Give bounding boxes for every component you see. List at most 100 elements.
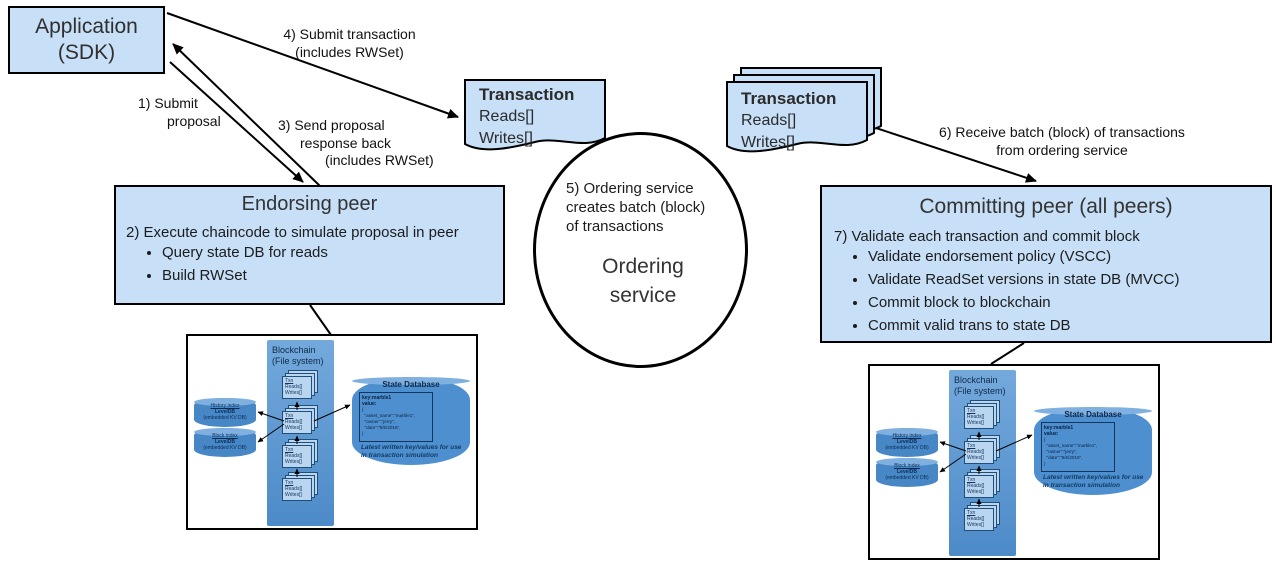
storage-diagram-endorsing: Blockchain (File system) Txn Reads[] Wri… xyxy=(186,334,478,530)
blockchain-panel-label: Blockchain (File system) xyxy=(272,345,324,366)
history-index-name: History index xyxy=(892,433,922,439)
state-record-box: key:marble1 value: { "asset_name":"marbl… xyxy=(1041,422,1115,472)
txn-reads: Reads[] xyxy=(967,449,985,455)
txn-title: Txn xyxy=(285,413,294,419)
committing-bullet-list: Validate endorsement policy (VSCC) Valid… xyxy=(822,248,1270,334)
txn-writes: Writes[] xyxy=(967,489,984,495)
state-record-box: key:marble1 value: { "asset_name":"marbl… xyxy=(359,392,433,442)
txn-title: Txn xyxy=(967,408,976,414)
txn-page-front: Txn Reads[] Writes[] xyxy=(282,445,312,468)
storage-diagram-committing: Blockchain (File system) Txn Reads[] Wri… xyxy=(868,364,1160,560)
ordering-step5-text: 5) Ordering service creates batch (block… xyxy=(566,180,706,235)
endorsing-bullet-list: Query state DB for reads Build RWSet xyxy=(116,244,503,284)
record-body: { "asset_name":"marble1", "owner":"jerry… xyxy=(1044,437,1098,466)
txn-stack: Txn Reads[] Writes[] xyxy=(964,400,1002,430)
transaction-reads: Reads[] xyxy=(741,112,797,129)
txn-stack: Txn Reads[] Writes[] xyxy=(964,469,1002,499)
txn-writes: Writes[] xyxy=(285,459,302,465)
committing-bullet: Commit block to blockchain xyxy=(868,294,1270,311)
transaction-reads: Reads[] xyxy=(479,108,535,125)
txn-reads: Reads[] xyxy=(285,486,303,492)
history-index-engine: LevelDB xyxy=(896,439,917,445)
record-key: key:marble1 xyxy=(362,395,392,401)
block-index-engine: LevelDB xyxy=(896,469,917,475)
history-index-note: (embedded KV DB) xyxy=(885,445,929,451)
committing-bullet: Commit valid trans to state DB xyxy=(868,317,1270,334)
history-index-cylinder: History index LevelDB (embedded KV DB) xyxy=(194,398,256,427)
history-index-note: (embedded KV DB) xyxy=(203,415,247,421)
transaction-doc-shape xyxy=(464,79,606,151)
label-step3-line3: (includes RWSet) xyxy=(325,152,434,168)
txn-title: Txn xyxy=(967,510,976,516)
endorsing-bullet: Query state DB for reads xyxy=(162,244,503,261)
state-database-caption: Latest written key/values for use in tra… xyxy=(1043,474,1144,489)
block-index-name: Block index xyxy=(212,433,238,439)
connector-committing-storage xyxy=(990,342,1025,365)
label-step6: 6) Receive batch (block) of transactions… xyxy=(939,124,1185,158)
txn-writes: Writes[] xyxy=(967,522,984,528)
txn-stack: Txn Reads[] Writes[] xyxy=(282,405,320,435)
txn-stack: Txn Reads[] Writes[] xyxy=(282,370,320,400)
txn-reads: Reads[] xyxy=(967,483,985,489)
txn-stack: Txn Reads[] Writes[] xyxy=(282,439,320,469)
transaction-doc: Transaction Reads[] Writes[] xyxy=(479,84,574,150)
endorsing-peer-box: Endorsing peer 2) Execute chaincode to s… xyxy=(114,185,505,305)
txn-title: Txn xyxy=(967,477,976,483)
txn-reads: Reads[] xyxy=(285,384,303,390)
txn-stack: Txn Reads[] Writes[] xyxy=(964,435,1002,465)
txn-writes: Writes[] xyxy=(285,390,302,396)
connector-endorsing-storage xyxy=(309,304,332,336)
endorsing-bullet: Build RWSet xyxy=(162,267,503,284)
application-sdk-box: Application (SDK) xyxy=(8,6,165,74)
transaction-title: Transaction xyxy=(479,85,575,104)
committing-peer-box: Committing peer (all peers) 7) Validate … xyxy=(820,185,1272,343)
application-title: Application (SDK) xyxy=(35,15,138,64)
state-database-title: State Database xyxy=(382,380,440,389)
txn-stack: Txn Reads[] Writes[] xyxy=(282,472,320,502)
ordering-service-name: Ordering service xyxy=(602,255,684,307)
block-index-note: (embedded KV DB) xyxy=(885,475,929,481)
block-index-cylinder: Block index LevelDB (embedded KV DB) xyxy=(194,428,256,457)
committing-step: 7) Validate each transaction and commit … xyxy=(834,228,1140,245)
state-database-cylinder: State Database key:marble1 value: { "ass… xyxy=(352,377,470,465)
txn-page-front: Txn Reads[] Writes[] xyxy=(964,508,994,531)
txn-page-front: Txn Reads[] Writes[] xyxy=(282,411,312,434)
committing-title: Committing peer (all peers) xyxy=(919,195,1173,218)
txn-reads: Reads[] xyxy=(967,414,985,420)
txn-reads: Reads[] xyxy=(285,419,303,425)
txn-page-front: Txn Reads[] Writes[] xyxy=(964,441,994,464)
txn-writes: Writes[] xyxy=(285,425,302,431)
txn-page-front: Txn Reads[] Writes[] xyxy=(964,406,994,429)
history-index-cylinder: History index LevelDB (embedded KV DB) xyxy=(876,428,938,457)
state-database-cylinder: State Database key:marble1 value: { "ass… xyxy=(1034,407,1152,495)
txn-title: Txn xyxy=(285,480,294,486)
label-step4: 4) Submit transaction (includes RWSet) xyxy=(283,26,416,60)
endorsing-title: Endorsing peer xyxy=(241,193,378,215)
txn-title: Txn xyxy=(285,378,294,384)
label-step3-line1: 3) Send proposal xyxy=(278,117,385,133)
txn-reads: Reads[] xyxy=(285,453,303,459)
committing-bullet: Validate ReadSet versions in state DB (M… xyxy=(868,271,1270,288)
blockchain-panel-label: Blockchain (File system) xyxy=(954,375,1006,396)
label-step3-line2: response back xyxy=(300,135,392,151)
record-value-label: value: xyxy=(1044,431,1059,437)
block-index-note: (embedded KV DB) xyxy=(203,445,247,451)
history-index-name: History index xyxy=(210,403,240,409)
txn-page-front: Txn Reads[] Writes[] xyxy=(282,376,312,399)
committing-bullet: Validate endorsement policy (VSCC) xyxy=(868,248,1270,265)
transaction-doc-stack: Transaction Reads[] Writes[] xyxy=(741,88,836,154)
txn-writes: Writes[] xyxy=(967,420,984,426)
transaction-title: Transaction xyxy=(741,89,837,108)
transaction-writes: Writes[] xyxy=(479,130,533,147)
history-index-engine: LevelDB xyxy=(214,409,235,415)
label-step1-line2: proposal xyxy=(167,113,221,129)
block-index-cylinder: Block index LevelDB (embedded KV DB) xyxy=(876,458,938,487)
record-value-label: value: xyxy=(362,401,377,407)
block-index-name: Block index xyxy=(894,463,920,469)
ordering-service-circle xyxy=(533,132,748,368)
txn-title: Txn xyxy=(285,447,294,453)
state-database-caption: Latest written key/values for use in tra… xyxy=(361,444,462,459)
transaction-writes: Writes[] xyxy=(741,134,795,151)
txn-page-front: Txn Reads[] Writes[] xyxy=(964,475,994,498)
